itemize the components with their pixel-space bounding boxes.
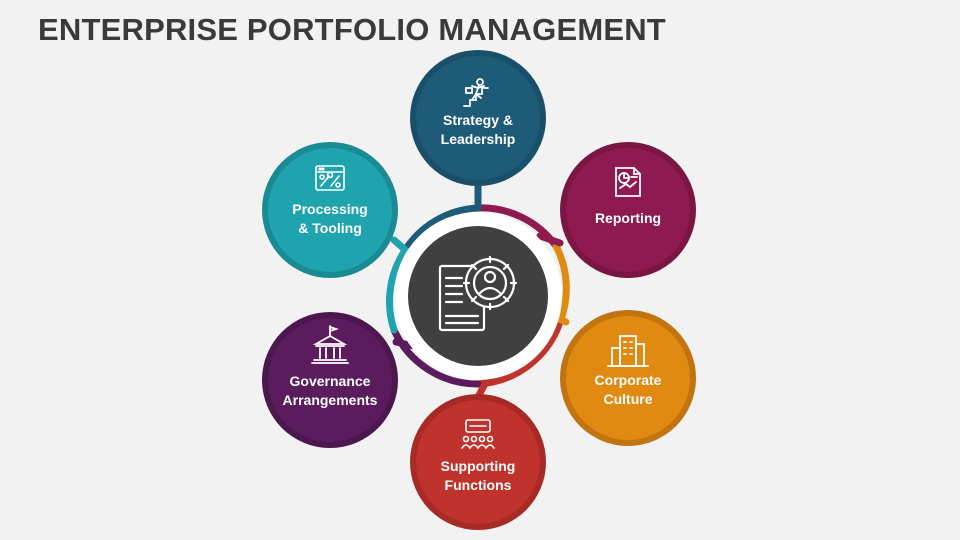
team-presentation-icon <box>461 419 495 449</box>
connector-arc-supporting <box>474 318 564 388</box>
document-gear-person-icon <box>438 255 518 332</box>
page-title: ENTERPRISE PORTFOLIO MANAGEMENT <box>38 12 666 47</box>
government-building-icon <box>311 325 349 364</box>
center-hub <box>394 212 562 380</box>
node-label-supporting: Supporting Functions <box>418 457 538 495</box>
node-label-line: Functions <box>444 477 512 493</box>
office-building-icon <box>607 335 649 367</box>
browser-tools-icon <box>315 165 345 191</box>
node-label-line: Corporate <box>594 372 662 388</box>
node-label-line: Reporting <box>594 210 662 226</box>
node-label-line: Leadership <box>440 131 516 147</box>
node-strategy <box>410 50 546 186</box>
node-label-line: Strategy & <box>442 112 514 128</box>
node-corporate <box>560 310 696 446</box>
connector-arc-corporate <box>552 242 570 326</box>
node-governance <box>262 312 398 448</box>
node-label-line: Culture <box>603 391 653 407</box>
report-chart-icon <box>615 167 641 197</box>
node-label-line: & Tooling <box>298 220 362 236</box>
node-label-line: Supporting <box>440 458 516 474</box>
businessman-climbing-stairs-icon <box>463 78 489 107</box>
node-label-processing: Processing & Tooling <box>270 200 390 238</box>
node-reporting <box>560 142 696 278</box>
node-label-strategy: Strategy & Leadership <box>418 111 538 149</box>
node-label-reporting: Reporting <box>568 209 688 228</box>
connector-arc-strategy <box>400 204 482 256</box>
node-label-corporate: Corporate Culture <box>568 371 688 409</box>
node-supporting <box>410 394 546 530</box>
node-processing <box>262 142 398 278</box>
connector-arc-processing <box>386 248 408 334</box>
node-label-governance: Governance Arrangements <box>270 372 390 410</box>
stem-reporting <box>536 232 564 247</box>
node-label-line: Arrangements <box>282 392 378 408</box>
node-label-line: Processing <box>292 201 368 217</box>
node-label-line: Governance <box>289 373 371 389</box>
